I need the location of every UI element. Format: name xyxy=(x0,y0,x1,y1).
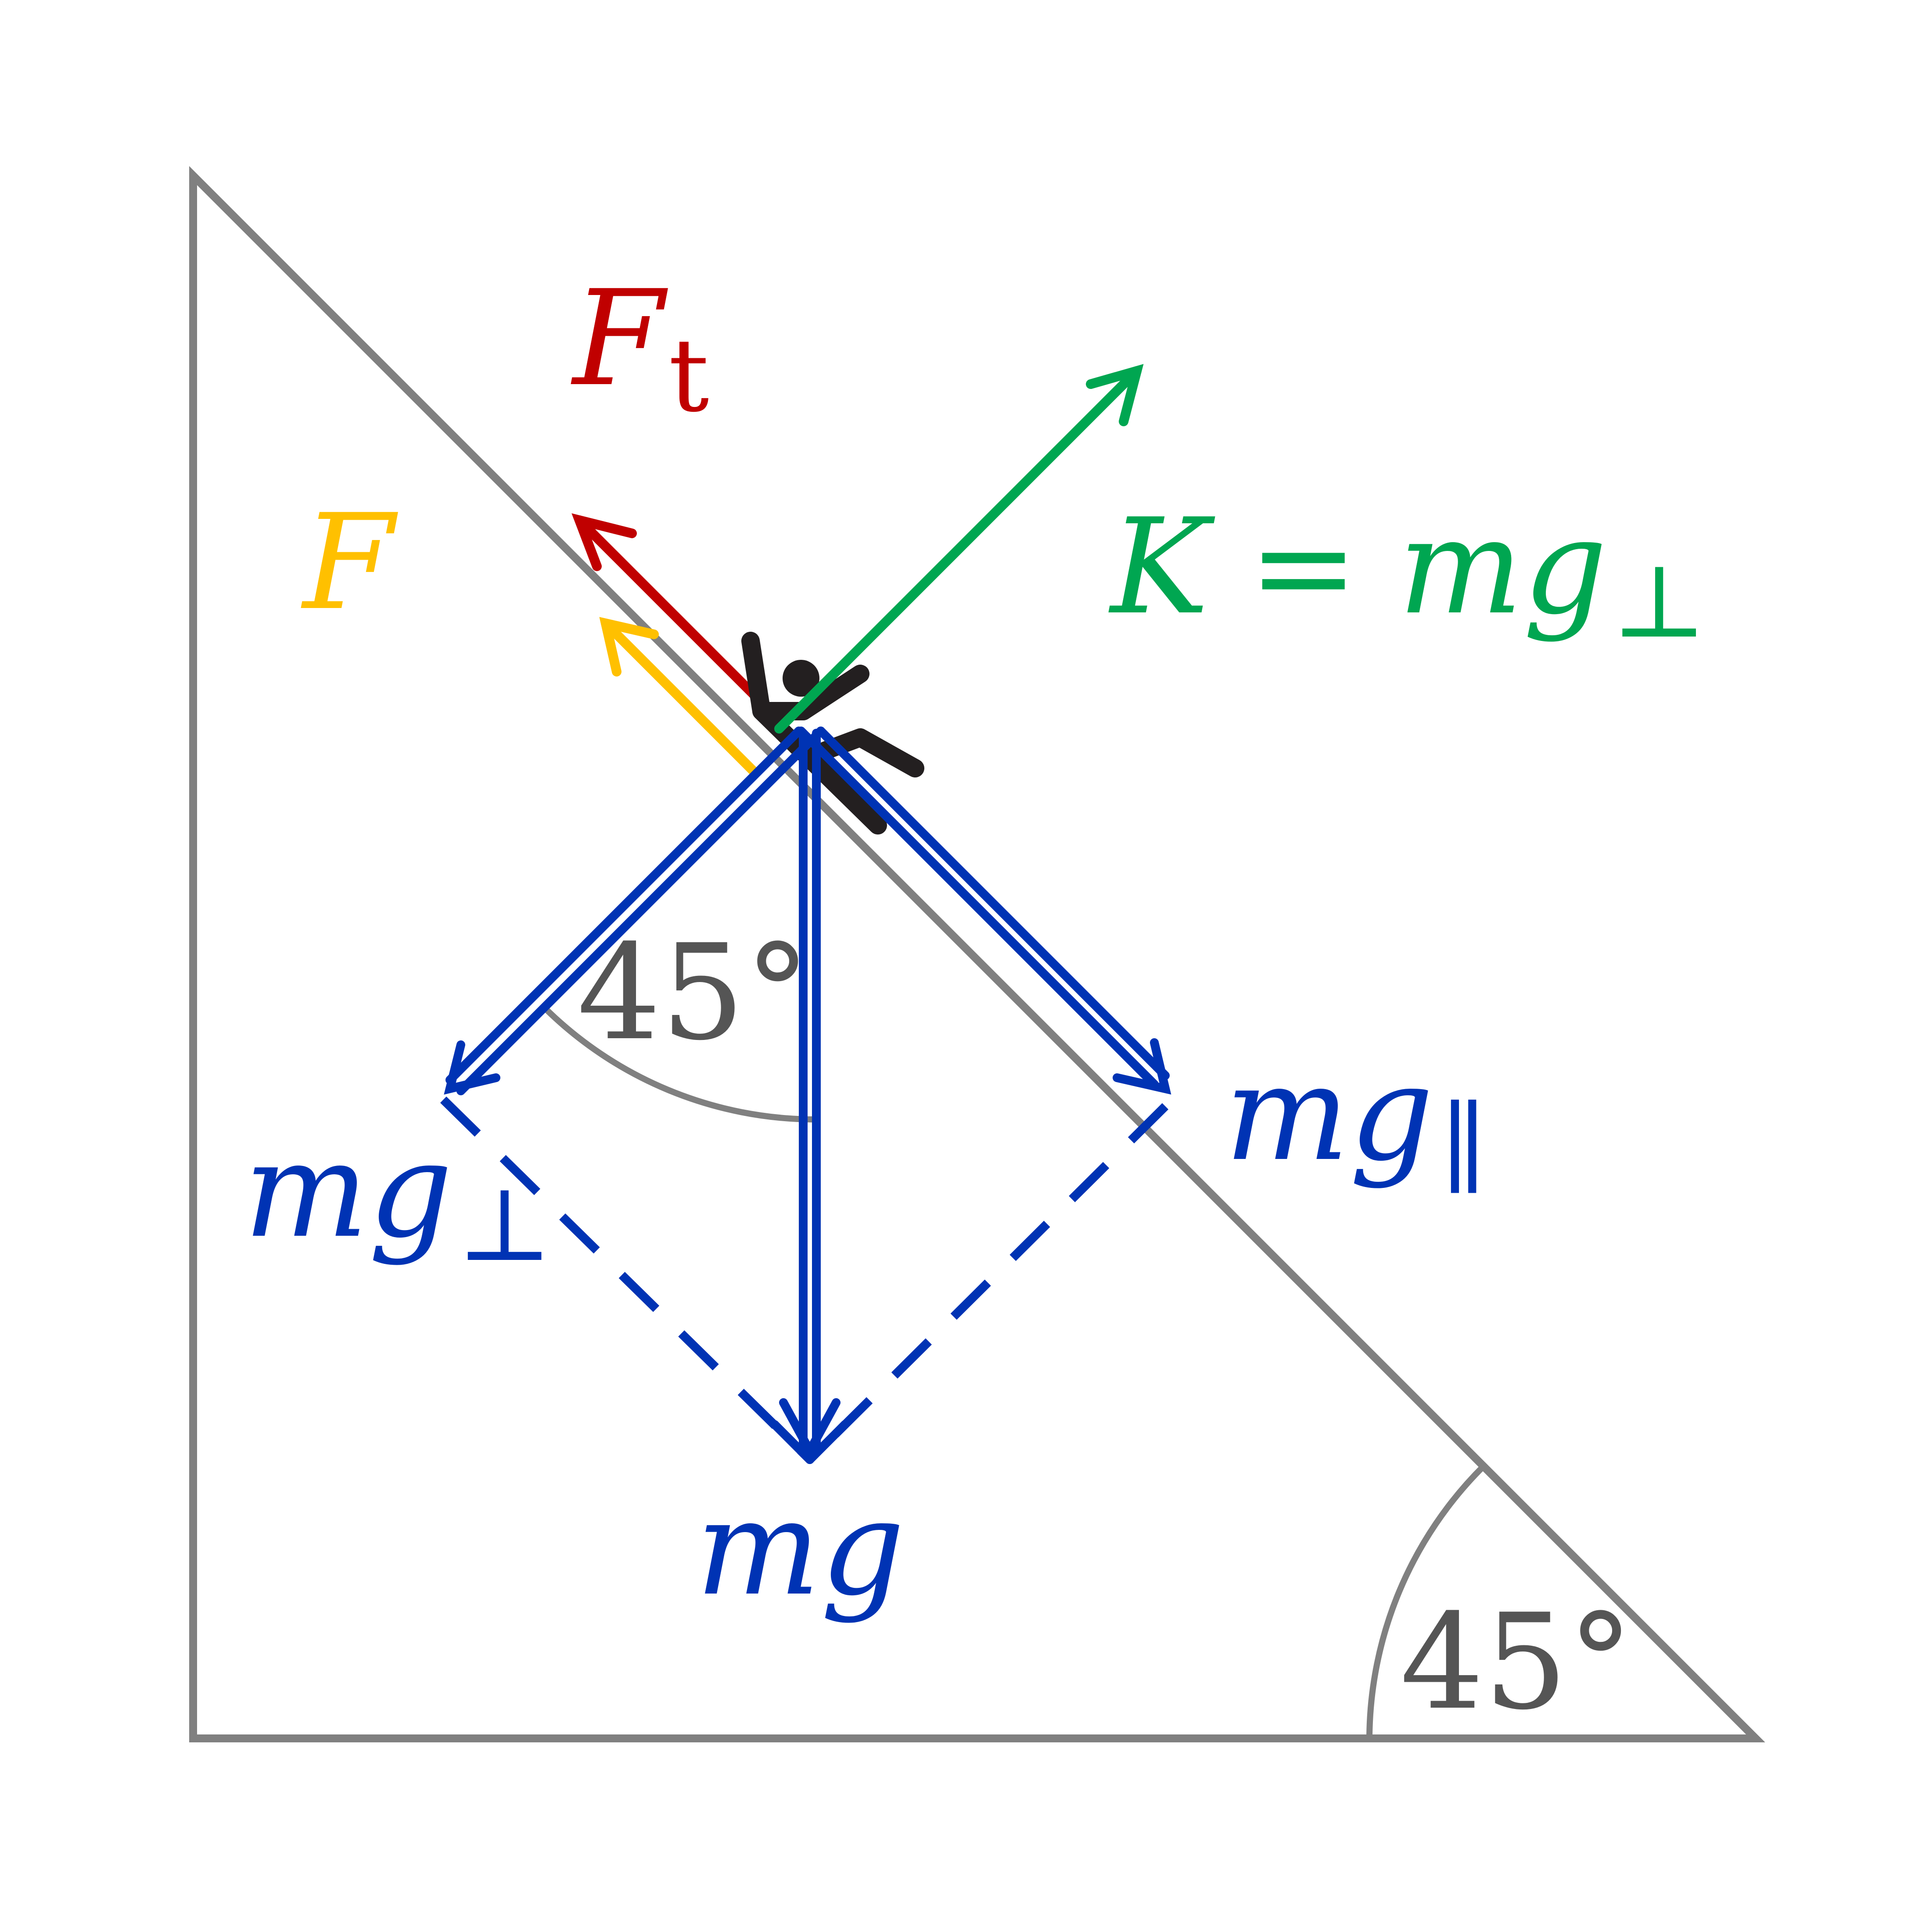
friction-force-label: Ft xyxy=(571,262,709,435)
normal-force-arrow xyxy=(774,364,1144,734)
projection-line-perpendicular xyxy=(440,1096,813,1463)
weight-arrow xyxy=(770,729,849,1464)
projection-lines xyxy=(440,1096,1169,1463)
applied-force-label: F xyxy=(301,486,399,639)
weight-label: mg xyxy=(696,1471,905,1625)
friction-force-arrow xyxy=(571,513,784,725)
incline-angle-arc xyxy=(1366,1464,1486,1739)
vector-angle-arc xyxy=(540,1003,817,1123)
perpendicular-component-label: mg⊥ xyxy=(244,1114,552,1284)
parallel-component-label: mg∥ xyxy=(1225,1037,1487,1207)
gravity-parallel-arrow xyxy=(797,727,1171,1095)
projection-line-parallel xyxy=(806,1103,1169,1463)
vector-angle-label: 45° xyxy=(577,916,811,1069)
incline-triangle xyxy=(189,166,1765,1742)
incline-angle-label: 45° xyxy=(1400,1586,1634,1739)
applied-force-arrow xyxy=(599,617,760,777)
gravity-perpendicular-arrow xyxy=(444,727,825,1095)
normal-force-label: K=mg⊥ xyxy=(1108,490,1706,661)
